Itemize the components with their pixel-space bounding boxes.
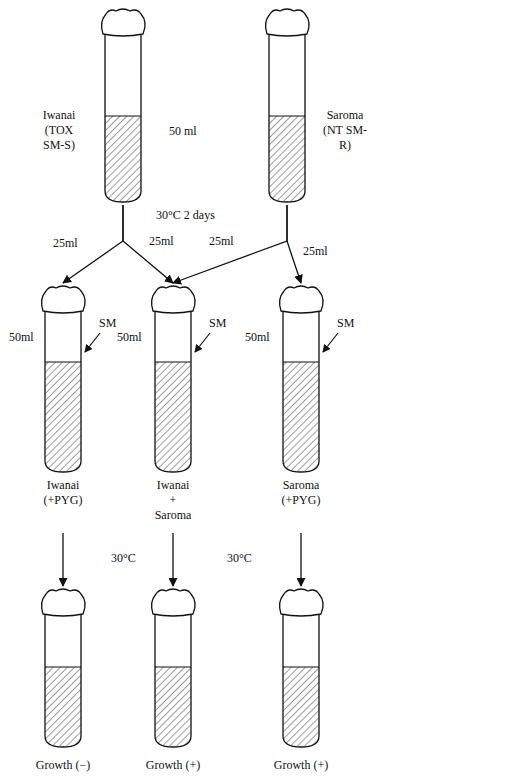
- test-tube-node: Iwanai + Saroma: [150, 285, 196, 473]
- liquid-surface: [155, 362, 191, 363]
- liquid-surface: [105, 116, 141, 117]
- test-tube-node: Saroma (NT SM-R): [264, 8, 310, 203]
- sm-leader: [195, 333, 210, 352]
- cotton-plug: [280, 286, 324, 313]
- test-tube-node: Growth (+): [278, 588, 324, 748]
- transfer-arrow: [62, 533, 63, 586]
- cotton-plug: [152, 286, 196, 313]
- tube-label: Saroma (NT SM-R): [318, 108, 372, 153]
- transfer-arrow: [300, 533, 301, 586]
- culture-liquid: [283, 667, 319, 747]
- annotation-label: 50 ml: [168, 124, 198, 138]
- annotation-label: SM: [208, 316, 227, 330]
- cotton-plug: [102, 9, 146, 36]
- tube-label: Saroma (+PYG): [274, 478, 328, 508]
- culture-liquid: [105, 116, 141, 202]
- test-tube: [40, 285, 86, 473]
- test-tube-node: Growth (+): [150, 588, 196, 748]
- volume-label: 25ml: [302, 244, 329, 258]
- volume-label: 25ml: [208, 234, 235, 248]
- sm-leader: [85, 333, 100, 352]
- sm-leader: [323, 333, 338, 352]
- cotton-plug: [152, 589, 196, 616]
- tube-label: Iwanai (+PYG): [36, 478, 90, 508]
- annotation-label: 30°C: [110, 551, 137, 565]
- cotton-plug: [42, 286, 86, 313]
- tube-label: Growth (+): [251, 758, 351, 773]
- tube-body: [105, 28, 141, 202]
- liquid-surface: [45, 362, 81, 363]
- transfer-arrow: [287, 205, 301, 283]
- annotation-label: 50ml: [116, 330, 143, 344]
- culture-liquid: [155, 362, 191, 472]
- culture-liquid: [45, 362, 81, 472]
- tube-label: Growth (+): [123, 758, 223, 773]
- annotation-label: 50ml: [8, 330, 35, 344]
- tube-body: [155, 305, 191, 472]
- liquid-surface: [283, 362, 319, 363]
- tube-body: [269, 28, 305, 202]
- transfer-arrow: [172, 533, 173, 586]
- test-tube: [150, 285, 196, 473]
- test-tube-node: Iwanai (+PYG): [40, 285, 86, 473]
- cotton-plug: [266, 9, 310, 36]
- annotation-label: 30°C 2 days: [155, 208, 216, 222]
- volume-label: 25ml: [148, 234, 175, 248]
- liquid-surface: [269, 116, 305, 117]
- test-tube: [150, 588, 196, 748]
- tube-label: Growth (−): [13, 758, 113, 773]
- annotation-label: 50ml: [244, 330, 271, 344]
- culture-liquid: [155, 667, 191, 747]
- tube-body: [45, 305, 81, 472]
- cotton-plug: [42, 589, 86, 616]
- liquid-surface: [45, 667, 81, 668]
- tube-label: Iwanai + Saroma: [152, 478, 194, 523]
- tube-body: [155, 608, 191, 747]
- annotation-label: SM: [336, 316, 355, 330]
- test-tube-node: Iwanai (TOX SM-S): [100, 8, 146, 203]
- test-tube: [100, 8, 146, 203]
- test-tube: [278, 285, 324, 473]
- test-tube-node: Saroma (+PYG): [278, 285, 324, 473]
- liquid-surface: [155, 667, 191, 668]
- annotation-label: SM: [98, 316, 117, 330]
- tube-body: [283, 305, 319, 472]
- annotation-label: 30°C: [226, 551, 253, 565]
- tube-label: Iwanai (TOX SM-S): [34, 108, 84, 153]
- tube-body: [45, 608, 81, 747]
- liquid-surface: [283, 667, 319, 668]
- volume-label: 25ml: [52, 236, 79, 250]
- culture-liquid: [283, 362, 319, 472]
- culture-liquid: [269, 116, 305, 202]
- test-tube: [278, 588, 324, 748]
- cotton-plug: [280, 589, 324, 616]
- tube-body: [283, 608, 319, 747]
- culture-liquid: [45, 667, 81, 747]
- test-tube-node: Growth (−): [40, 588, 86, 748]
- test-tube: [264, 8, 310, 203]
- test-tube: [40, 588, 86, 748]
